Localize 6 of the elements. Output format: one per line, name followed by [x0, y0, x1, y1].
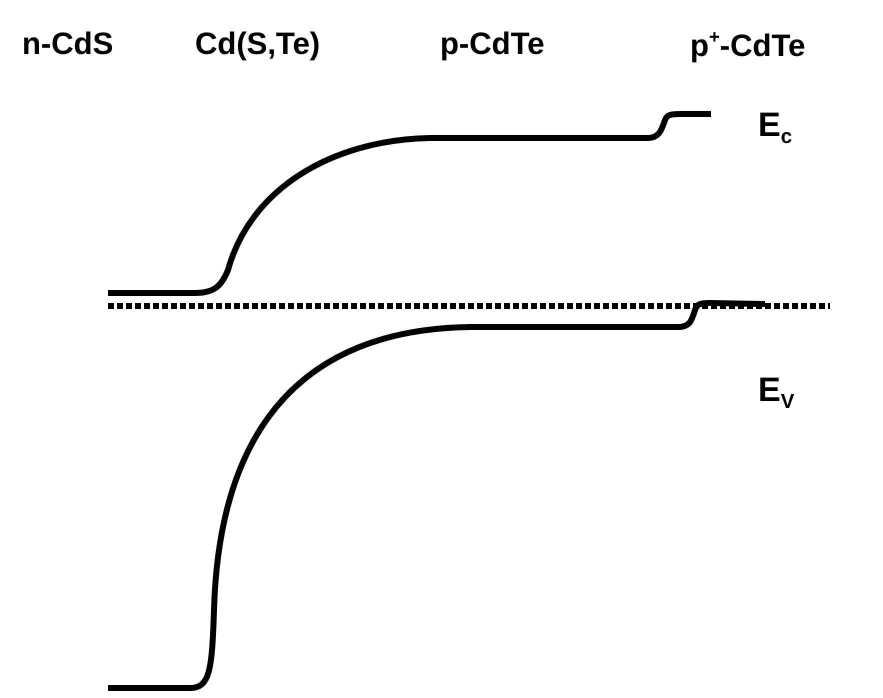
band-label: E$_{c}$ — [758, 108, 792, 148]
band-label: E$_{V}$ — [758, 373, 794, 413]
layer-label: p$^{+}$-CdTe — [690, 28, 806, 62]
layer-label: Cd(S,Te) — [195, 28, 320, 59]
layer-label: n-CdS — [22, 28, 114, 59]
layer-label: p-CdTe — [440, 28, 544, 59]
